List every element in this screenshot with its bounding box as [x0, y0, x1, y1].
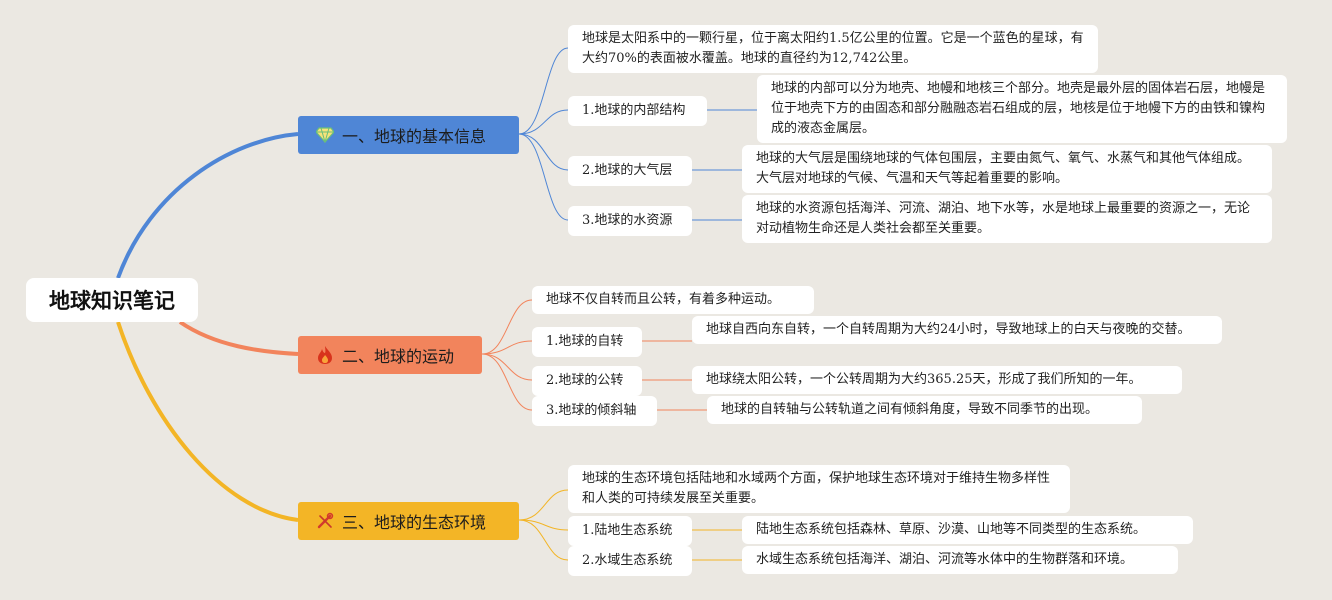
branch-basic-info[interactable]: 一、地球的基本信息	[298, 116, 519, 154]
item-land-ecosystem[interactable]: 1.陆地生态系统	[568, 516, 692, 546]
connector-root-b3	[116, 321, 299, 522]
ecology-desc[interactable]: 地球的生态环境包括陆地和水域两个方面，保护地球生态环境对于维持生物多样性和人类的…	[568, 465, 1070, 513]
detail-rotation[interactable]: 地球自西向东自转，一个自转周期为大约24小时，导致地球上的白天与夜晚的交替。	[692, 316, 1222, 344]
connector-root-b2	[178, 320, 299, 356]
basic-info-desc[interactable]: 地球是太阳系中的一颗行星，位于离太阳约1.5亿公里的位置。它是一个蓝色的星球，有…	[568, 25, 1098, 73]
detail-revolution[interactable]: 地球绕太阳公转，一个公转周期为大约365.25天，形成了我们所知的一年。	[692, 366, 1182, 394]
item-water-resources[interactable]: 3.地球的水资源	[568, 206, 692, 236]
motion-desc[interactable]: 地球不仅自转而且公转，有着多种运动。	[532, 286, 814, 314]
connector-root-b1	[116, 132, 299, 279]
detail-axial-tilt[interactable]: 地球的自转轴与公转轨道之间有倾斜角度，导致不同季节的出现。	[707, 396, 1142, 424]
root-topic[interactable]: 地球知识笔记	[26, 278, 198, 322]
item-atmosphere[interactable]: 2.地球的大气层	[568, 156, 692, 186]
detail-internal-structure[interactable]: 地球的内部可以分为地壳、地幔和地核三个部分。地壳是最外层的固体岩石层，地幔是位于…	[757, 75, 1287, 143]
detail-land-ecosystem[interactable]: 陆地生态系统包括森林、草原、沙漠、山地等不同类型的生态系统。	[742, 516, 1193, 544]
branch-title: 二、地球的运动	[342, 347, 455, 366]
branch-ecology[interactable]: 三、地球的生态环境	[298, 502, 519, 540]
item-rotation[interactable]: 1.地球的自转	[532, 327, 642, 357]
branch-title: 三、地球的生态环境	[342, 513, 487, 532]
branch-title: 一、地球的基本信息	[342, 127, 487, 146]
gem-icon	[314, 124, 336, 146]
item-revolution[interactable]: 2.地球的公转	[532, 366, 642, 396]
detail-water-ecosystem[interactable]: 水域生态系统包括海洋、湖泊、河流等水体中的生物群落和环境。	[742, 546, 1178, 574]
item-water-ecosystem[interactable]: 2.水域生态系统	[568, 546, 692, 576]
tools-icon	[314, 510, 336, 532]
item-axial-tilt[interactable]: 3.地球的倾斜轴	[532, 396, 657, 426]
fire-icon	[314, 344, 336, 366]
branch-motion[interactable]: 二、地球的运动	[298, 336, 482, 374]
detail-water-resources[interactable]: 地球的水资源包括海洋、河流、湖泊、地下水等，水是地球上最重要的资源之一，无论对动…	[742, 195, 1272, 243]
detail-atmosphere[interactable]: 地球的大气层是围绕地球的气体包围层，主要由氮气、氧气、水蒸气和其他气体组成。大气…	[742, 145, 1272, 193]
item-internal-structure[interactable]: 1.地球的内部结构	[568, 96, 707, 126]
